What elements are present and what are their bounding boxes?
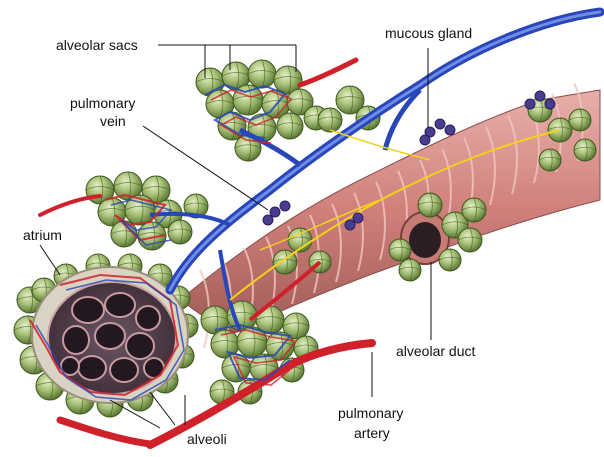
label-mucous-gland: mucous gland (385, 25, 472, 41)
atrium-chamber (72, 297, 104, 323)
alveolus (418, 193, 442, 217)
label-pulmonary-vein-line1: pulmonary (70, 95, 135, 111)
gland-lobule (545, 99, 555, 109)
alveolus (399, 259, 421, 281)
gland-lobule (345, 220, 355, 230)
gland-lobule (280, 201, 290, 211)
gland-lobule (525, 99, 535, 109)
atrium-chamber (110, 358, 138, 382)
atrium-chamber (105, 293, 135, 317)
alveolus (318, 108, 342, 132)
gland-lobule (420, 135, 430, 145)
atrium-cross-section (32, 267, 188, 403)
alveolus (539, 149, 561, 171)
alveolus (462, 198, 486, 222)
label-pulmonary-artery-line2: artery (354, 425, 390, 441)
alveolus (574, 139, 596, 161)
gland-lobule (445, 125, 455, 135)
atrium-chamber (136, 306, 160, 330)
alveolus (168, 220, 192, 244)
atrium-chamber (78, 356, 106, 380)
label-pulmonary-vein-line2: vein (100, 113, 126, 129)
atrium-chamber (63, 326, 89, 354)
alveolus (277, 113, 303, 139)
alveolus (458, 228, 482, 252)
alveolus (248, 60, 276, 88)
label-pulmonary-artery-line1: pulmonary (338, 405, 403, 421)
leader-atrium (40, 245, 60, 275)
alveolus (439, 249, 461, 271)
gland-lobule (535, 91, 545, 101)
alveolus (569, 109, 591, 131)
atrium-chamber (126, 333, 154, 359)
atrium-chamber (95, 323, 125, 349)
gland-lobule (353, 213, 363, 223)
label-alveoli: alveoli (187, 431, 227, 447)
label-alveolar-sacs: alveolar sacs (56, 37, 138, 53)
gland-lobule (270, 207, 280, 217)
gland-lobule (263, 215, 273, 225)
gland-lobule (435, 119, 445, 129)
label-alveolar-duct: alveolar duct (396, 343, 475, 359)
atrium-chambers (61, 293, 164, 382)
alveolus (389, 239, 411, 261)
label-atrium: atrium (23, 227, 62, 243)
